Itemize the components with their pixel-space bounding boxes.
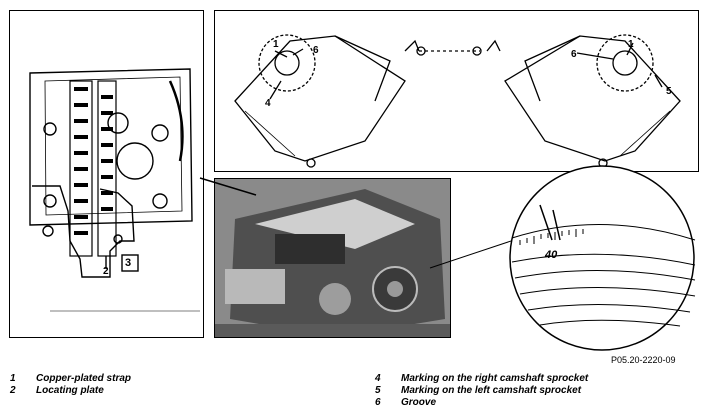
engine-photo-rendering — [215, 179, 450, 337]
locating-plate-detail-panel: 2 3 — [9, 10, 204, 338]
figure-id: P05.20-2220-09 — [611, 355, 676, 365]
camshaft-sprockets-drawing — [234, 34, 681, 168]
locating-plate-drawing — [29, 68, 200, 312]
sprocket-marking-inset — [509, 165, 695, 351]
callout-1-right: 1 — [628, 39, 634, 50]
engine-photo — [214, 178, 451, 338]
callout-4: 4 — [265, 98, 271, 109]
callout-6-right: 6 — [571, 49, 577, 60]
inset-scale-label: 40 — [545, 249, 558, 261]
camshaft-sprockets-panel: 1 6 4 6 1 5 — [214, 10, 699, 172]
callout-1-left: 1 — [273, 39, 279, 50]
callout-5: 5 — [666, 86, 672, 97]
callout-6-left: 6 — [313, 45, 319, 56]
callout-symbol: 3 — [125, 257, 132, 269]
callout-2: 2 — [103, 266, 109, 277]
